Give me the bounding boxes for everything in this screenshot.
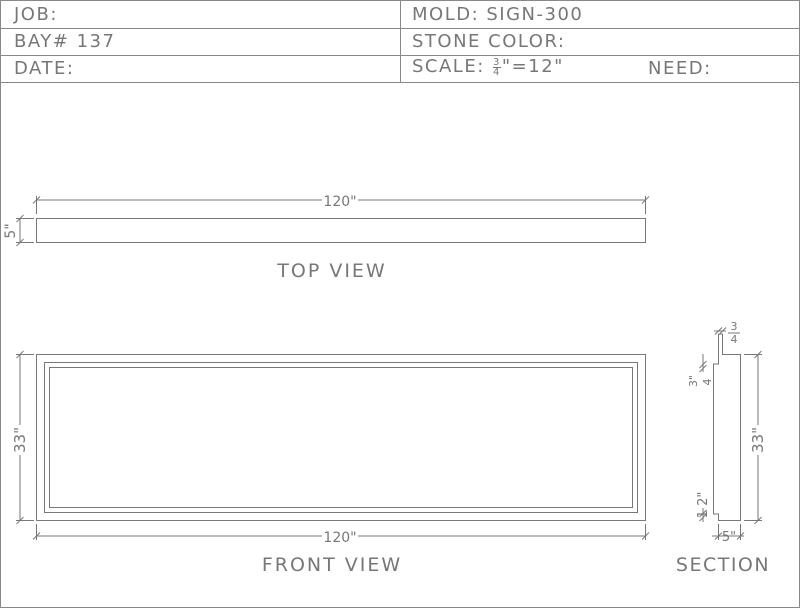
- front-height-dim-gap: [12, 425, 28, 455]
- section-depth-tick-right: [736, 532, 745, 540]
- front-height-tick-bottom: [16, 516, 24, 525]
- bay-label: BAY# 137: [14, 31, 116, 52]
- front-width-tick-right: [641, 532, 650, 540]
- top-width-tick-left: [32, 196, 41, 204]
- front-view-frame-inner: [49, 367, 633, 508]
- section-bottom-step-tick-b: [699, 513, 707, 522]
- section-title: SECTION: [676, 554, 770, 576]
- section-height-tick-top: [754, 350, 762, 359]
- top-width-tick-right: [641, 196, 650, 204]
- section-top-step-tick-right: [718, 327, 727, 335]
- section-upper-step-tick-a: [699, 360, 707, 369]
- section-height-dim-text: 33": [749, 427, 767, 453]
- front-view: [16, 350, 650, 540]
- top-depth-tick-bottom: [16, 238, 24, 247]
- section-upper-step-tick-b: [699, 364, 707, 373]
- front-view-frame-outer: [44, 362, 638, 513]
- section-bottom-dim-text: 1 2": [696, 492, 711, 519]
- top-view: [16, 196, 650, 247]
- mold-label: MOLD: SIGN-300: [412, 4, 584, 25]
- front-width-dim-gap: [322, 529, 358, 543]
- front-height-dim-text: 33": [11, 427, 29, 453]
- section-top-step-tick-left: [714, 327, 723, 335]
- section-top-step-num: 3: [731, 320, 738, 333]
- top-width-dim-text: 120": [323, 194, 356, 210]
- need-label: NEED:: [648, 58, 712, 79]
- section-height-dim-gap: [748, 425, 764, 455]
- section-upper-step-den: 4: [701, 379, 714, 386]
- section-depth-dim-text: 5": [722, 530, 736, 545]
- section-height-tick-bottom: [754, 516, 762, 525]
- front-width-tick-left: [32, 532, 41, 540]
- front-view-title: FRONT VIEW: [262, 554, 402, 576]
- front-view-outer-outline: [36, 354, 646, 521]
- section-depth-tick-left: [714, 532, 723, 540]
- scale-prefix: SCALE:: [412, 56, 485, 77]
- front-width-dim-text: 120": [323, 530, 356, 546]
- top-view-outline: [36, 218, 646, 243]
- title-block: JOB: BAY# 137 DATE: MOLD: SIGN-300 STONE…: [0, 0, 800, 83]
- title-block-grid: [0, 0, 800, 83]
- stone-color-label: STONE COLOR:: [412, 31, 566, 52]
- scale-suffix: "=12": [501, 56, 564, 77]
- front-height-tick-top: [16, 350, 24, 359]
- job-label: JOB:: [14, 4, 58, 25]
- section-view: [699, 327, 762, 540]
- scale-numerator: 3: [493, 56, 501, 68]
- date-label: DATE:: [14, 58, 75, 79]
- scale-denominator: 4: [493, 66, 501, 78]
- section-bottom-step-tick-a: [699, 509, 707, 518]
- section-upper-step-num: 3": [687, 375, 700, 387]
- top-view-title: TOP VIEW: [276, 260, 386, 282]
- section-profile: [713, 333, 741, 521]
- top-depth-dim-text: 5": [3, 223, 19, 238]
- top-depth-tick-top: [16, 214, 24, 223]
- section-top-step-den: 4: [731, 333, 738, 346]
